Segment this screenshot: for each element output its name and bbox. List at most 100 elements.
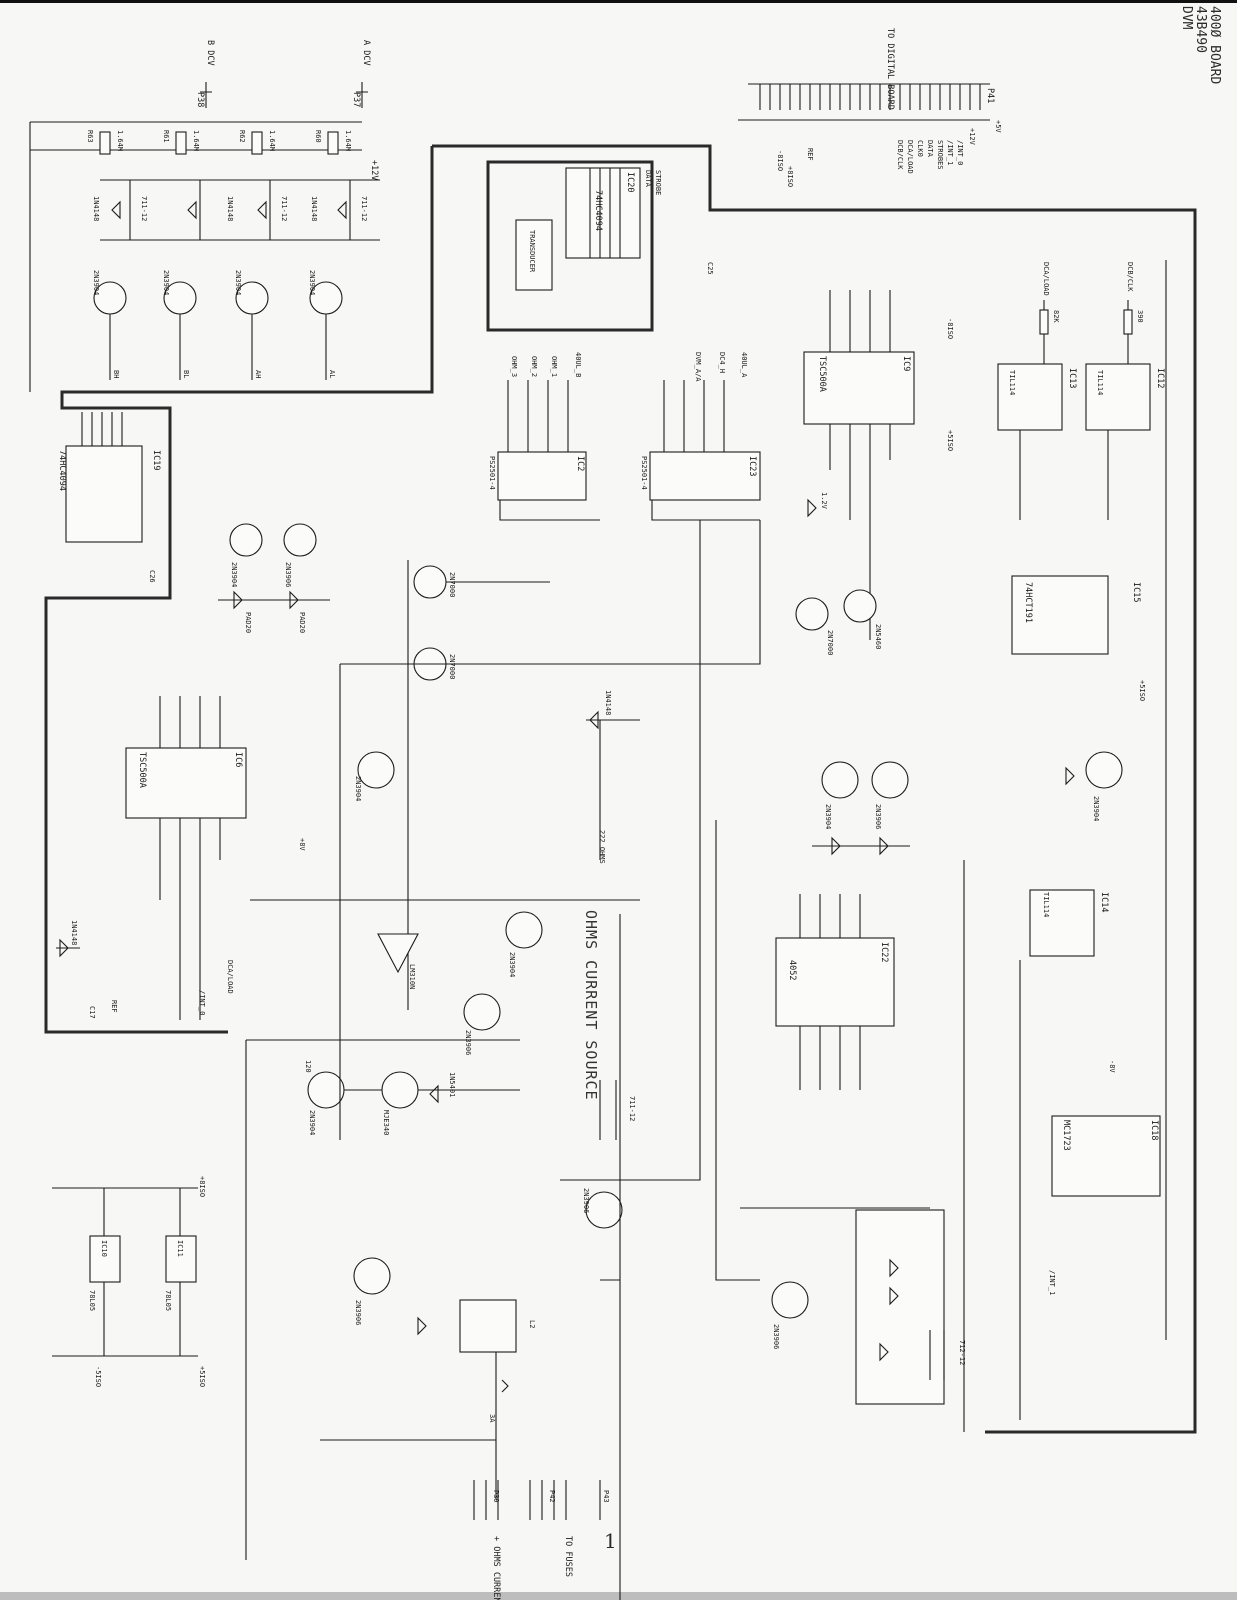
right-routing (963, 260, 1167, 1432)
ic12-id: IC12 (1155, 368, 1165, 388)
ic23-id: IC23 (747, 456, 757, 476)
ic20-data: DATA (644, 170, 652, 188)
ic11-part: 78L05 (164, 1290, 172, 1311)
scan-bottom-edge (0, 1592, 1237, 1600)
sig-ohm3: OHM_3 (510, 356, 518, 377)
transistor-tr21 (871, 761, 909, 799)
p41-data: DATA (926, 140, 934, 158)
ic20-body (565, 167, 641, 259)
l1-type: 712-12 (958, 1340, 966, 1365)
r15-value: 390 (1136, 310, 1144, 323)
p43-label: P43 (602, 1490, 610, 1503)
ic9-id: IC9 (901, 356, 911, 371)
int0-label: /INT_0 (198, 990, 206, 1015)
transistor-tr18 (585, 1191, 623, 1229)
sig-dvmaa: DVM_A/A (694, 352, 702, 382)
input-bus (29, 121, 362, 392)
p41-dcaload: DCA/LOAD (906, 140, 914, 174)
ic20-pins (589, 168, 621, 258)
int1-label: /INT_1 (1048, 1270, 1056, 1295)
title-line-2: 43B490 (1193, 6, 1208, 53)
ic2-id: IC2 (575, 456, 585, 471)
tr9-part: 2N3906 (284, 562, 292, 587)
r61-label: R61 (162, 130, 170, 143)
ic22-id: IC22 (879, 942, 889, 962)
sig-dc4h: DC4_H (718, 352, 726, 373)
b-dcv-label: B DCV (205, 40, 215, 66)
transistor-tr17 (795, 597, 829, 631)
r62-value: 1.64M (268, 130, 276, 151)
connector-p41: P41 TO DIGITAL BOARD +5V +12V /INT_0 /IN… (738, 28, 1002, 187)
p-pin-stubs (200, 82, 368, 108)
ic23-part: PS2501-4 (640, 456, 648, 490)
scan-top-edge (0, 0, 1237, 3)
tr16-part: 2N3904 (308, 270, 316, 295)
pad20-diodes (218, 590, 330, 610)
ic6-id: IC6 (233, 752, 243, 767)
tr8-part: 2N3906 (464, 1030, 472, 1055)
page-number: 1 (604, 1529, 617, 1553)
transistor-tr24 (353, 1257, 391, 1295)
ic9-block: IC9 TSC500A -8ISO +5ISO (803, 290, 954, 640)
tr11-part: 2N7000 (448, 654, 456, 679)
ic22-pins-top (799, 894, 861, 938)
tr21-part: 2N3906 (874, 804, 882, 829)
tr13-part: 2N3904 (92, 270, 100, 295)
ic13-body (997, 363, 1063, 431)
tr17-part: 2N7000 (826, 630, 834, 655)
ic20-strobe: STROBE (654, 170, 662, 195)
relay-l1-group: 712-12 2N3906 (715, 820, 966, 1405)
tr12-part: 2N7000 (448, 572, 456, 597)
ic22-block: IC22 4052 (775, 894, 895, 1090)
l7-type: 711-12 (628, 1096, 636, 1121)
input-protection-left: 2N3904 2N3906 PAD20 PAD20 (218, 523, 330, 633)
regulator-wiring (52, 1187, 198, 1357)
transistor-tr19 (843, 589, 877, 623)
tr15-part: 2N3904 (234, 270, 242, 295)
p41-m8iso: -8ISO (776, 150, 784, 171)
ic11-id: IC11 (176, 1240, 184, 1257)
l3-type: 711-12 (140, 196, 148, 221)
p42-label: P42 (548, 1490, 556, 1503)
r39-value: 222 OHMS (598, 830, 606, 864)
relay-l7-group: 711-12 2N3906 (582, 914, 636, 1600)
ic9-pins-top (829, 290, 891, 352)
relay-coils (129, 180, 351, 240)
reg-8iso: +8ISO (198, 1176, 206, 1197)
tr14-part: 2N3904 (162, 270, 170, 295)
a-dcv-label: A DCV (361, 40, 371, 66)
misc-routing (250, 520, 761, 1181)
p41-dcbclk: DCB/CLK (896, 140, 904, 170)
r16-value: 82K (1052, 310, 1060, 323)
c26-label: C26 (148, 570, 156, 583)
relay-l2 (459, 1299, 517, 1353)
title-block: DVM 43B490 400Ø BOARD (1179, 6, 1222, 84)
ic18-id: IC18 (1149, 1120, 1159, 1140)
relay-diodes (111, 200, 347, 220)
ic15-id: IC15 (1131, 582, 1141, 602)
tr19-part: 2N5460 (874, 624, 882, 649)
ic18-block: IC18 MC1723 -8V /INT_1 (1048, 1060, 1161, 1295)
cr16-part: 1.2V (820, 492, 828, 510)
ic6-pins-top (159, 696, 221, 748)
p41-8iso: +8ISO (786, 166, 794, 187)
p42-caption: TO FUSES (563, 1536, 573, 1577)
ic12-body (1085, 363, 1151, 431)
transistor-tr5 (381, 1071, 419, 1109)
ic9-part: TSC500A (817, 356, 827, 392)
ic2-part: PS2501-4 (488, 456, 496, 490)
l1-wiring (715, 820, 930, 1281)
p41-12v: +12V (968, 128, 976, 146)
ic19-part: 74HC4094 (57, 450, 67, 491)
p41-int1: /INT_1 (946, 140, 954, 165)
current-source-amp: LM310N 2N3904 2N3906 2N3904 MJE340 1N540… (245, 911, 543, 1560)
tr24-part: 2N3906 (354, 1300, 362, 1325)
p38-label: P38 (195, 92, 205, 107)
relay-l7-coil (599, 1080, 617, 1140)
opamp-ic3 (377, 933, 419, 974)
ic15-block: IC15 74HCT191 +5ISO (1011, 575, 1146, 701)
dcb-clk: DCB/CLK (1126, 262, 1134, 292)
ic20-enclosure (486, 160, 654, 332)
dca-load-left: DCA/LOAD (226, 960, 234, 994)
